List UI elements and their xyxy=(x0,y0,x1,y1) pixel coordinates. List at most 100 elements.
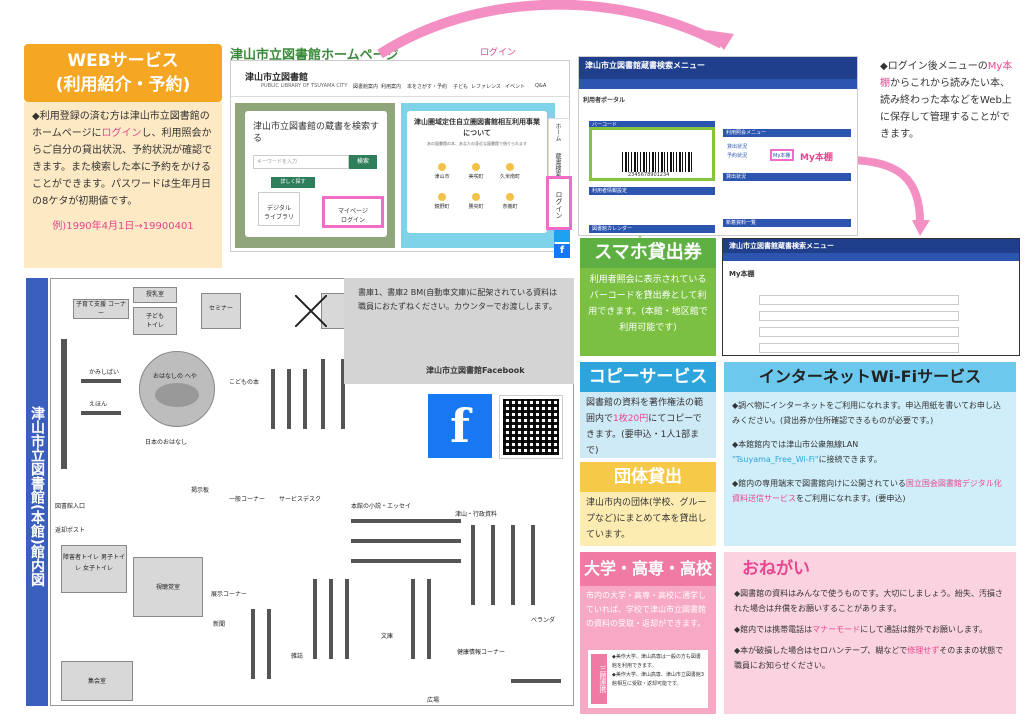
nav-item[interactable]: 子ども xyxy=(453,84,469,90)
room-nursing: 授乳室 xyxy=(133,287,177,303)
nav-item[interactable]: イベント xyxy=(505,84,526,90)
town-icon: 奈義町 xyxy=(497,191,523,211)
portal-section-loan: 貸出状況 xyxy=(723,173,851,181)
facebook-icon[interactable]: f xyxy=(554,244,570,258)
shelf xyxy=(303,369,307,429)
portal-menu-item[interactable]: 予約状況 xyxy=(727,153,748,159)
side-tab-home[interactable]: ホーム xyxy=(554,123,561,141)
homepage-search-title: 津山市立図書館の蔵書を検索する xyxy=(253,122,380,144)
homepage-pref-card[interactable]: 津山圏域定住自立圏図書館相互利用事業について あの図書館の本、あなたの身近な図書… xyxy=(407,111,547,233)
myshelf-row[interactable] xyxy=(759,343,959,353)
label-entrance: 図書館入口 xyxy=(55,503,86,510)
shelf xyxy=(341,359,345,429)
shelf xyxy=(351,519,461,523)
town-icon: 久米南町 xyxy=(497,161,523,181)
portal-header: 津山市立図書館蔵書検索メニュー xyxy=(579,57,857,79)
portal-section-barcode: バーコード xyxy=(589,121,715,129)
homepage-search-button[interactable]: 検索 xyxy=(349,155,377,169)
shelf xyxy=(351,539,461,543)
label-service-desk: サービスデスク xyxy=(279,496,322,503)
side-tab-collection[interactable]: 蔵書検索 xyxy=(554,153,561,177)
wifi-card-body: ◆調べ物にインターネットをご利用になれます。申込用紙を書いてお申し込みください。… xyxy=(724,392,1016,546)
shelf xyxy=(61,339,67,469)
myshelf-nav xyxy=(723,253,1019,261)
label-veranda: ベランダ xyxy=(531,617,556,624)
myshelf-row[interactable] xyxy=(759,327,959,337)
shelf xyxy=(471,525,475,605)
label-bunko2: 文庫 xyxy=(381,633,394,640)
twitter-icon[interactable] xyxy=(554,230,570,242)
town-icon: 美咲町 xyxy=(463,161,489,181)
myshelf-row[interactable] xyxy=(759,295,959,305)
portal-menu-item-mybook[interactable]: My本棚 xyxy=(773,153,791,159)
room-audiovisual: 視聴覚室 xyxy=(133,557,203,617)
stairs-icon xyxy=(295,295,327,327)
homepage-login-label: ログイン xyxy=(480,48,517,58)
portal-menu-item[interactable]: 貸出状況 xyxy=(727,144,748,150)
shelf xyxy=(81,411,121,415)
mypage-login-button[interactable]: マイページログイン xyxy=(322,196,384,228)
shelf xyxy=(321,359,325,429)
room-children-support: 子育て支援 コーナー xyxy=(73,299,129,319)
homepage-header: 津山市立図書館 PUBLIC LIBRARY OF TSUYAMA CITY 図… xyxy=(231,61,569,97)
facebook-logo-icon[interactable]: f xyxy=(428,394,492,458)
label-kamishibai: かみしばい xyxy=(89,369,120,376)
nav-item[interactable]: 図書館案内 xyxy=(353,84,379,90)
myshelf-title: My本棚 xyxy=(729,270,755,278)
town-icon: 津山市 xyxy=(429,161,455,181)
side-tab-login[interactable]: ログイン xyxy=(546,176,572,230)
portal-nav xyxy=(579,79,857,89)
shelf xyxy=(267,609,271,679)
room-meeting: 集会室 xyxy=(61,661,133,701)
homepage-detail-search-button[interactable]: 詳しく探す xyxy=(271,177,315,188)
group-card-body: 津山市内の団体(学校、グループなど)にまとめて本を貸出しています。 xyxy=(580,492,716,546)
university-card-title: 大学・高専・高校 xyxy=(580,552,716,586)
university-note: 三館連携 ◆美作大学、津山高専は一般の方も図書館を利用できます。 ◆美作大学、津… xyxy=(588,650,708,708)
qr-code-icon[interactable] xyxy=(499,395,563,459)
arrow-login-head xyxy=(706,30,734,50)
portal-section-menu: 利用照会メニュー xyxy=(723,129,851,137)
nav-item[interactable]: 利用案内 xyxy=(381,84,402,90)
homepage-search-input[interactable]: キーワードを入力 xyxy=(253,155,349,169)
nav-item[interactable]: レファレンス xyxy=(471,84,501,90)
label-ohanashi: おはなしの へや xyxy=(153,373,197,380)
floor-map-title: 津山市立図書館(本館)館内図 xyxy=(26,278,48,706)
facebook-label: 津山市立図書館Facebook xyxy=(426,366,525,375)
portal-barcode-box: 2345678901234 xyxy=(589,127,715,181)
shelf xyxy=(411,579,415,659)
barcode xyxy=(622,152,692,172)
nav-item[interactable]: 本をさがす・予約 xyxy=(407,84,448,90)
room-kids-toilet: 子どもトイレ xyxy=(133,307,177,335)
homepage-logo[interactable]: 津山市立図書館 xyxy=(245,73,309,83)
portal-title: 利用者ポータル xyxy=(583,97,626,104)
university-note-tag: 三館連携 xyxy=(591,654,607,704)
label-nihon-ohanashi: 日本のおはなし xyxy=(145,439,188,446)
label-ehon: えほん xyxy=(89,401,108,408)
homepage-pref-sub: あの図書館の本、あなたの身近な図書館で借りられます xyxy=(427,141,527,146)
web-service-title: WEBサービス (利用紹介・予約) xyxy=(24,44,222,102)
ohanashi-center xyxy=(155,383,199,407)
digital-library-button[interactable]: デジタルライブラリ xyxy=(258,192,300,226)
homepage-pref-title: 津山圏域定住自立圏図書館相互利用事業について xyxy=(414,118,540,137)
arrow-login xyxy=(377,0,725,59)
shelf xyxy=(329,579,333,659)
label-newspaper: 新聞 xyxy=(213,621,226,628)
shelf xyxy=(491,525,495,605)
shelf xyxy=(313,579,317,659)
shelf xyxy=(351,559,461,563)
shelf xyxy=(251,609,255,679)
label-keiji: 掲示板 xyxy=(191,487,210,494)
myshelf-row[interactable] xyxy=(759,311,959,321)
label-return-post: 返却ポスト xyxy=(55,527,86,534)
smartphone-card-title: スマホ貸出券 xyxy=(580,238,716,268)
copy-card-body: 図書館の資料を著作権法の範囲内で1枚20円にてコピーできます。(要申込・1人1部… xyxy=(580,392,716,458)
wifi-card-title: インターネットWi-Fiサービス xyxy=(724,362,1016,392)
label-kodomo: こどもの本 xyxy=(229,379,260,386)
label-ippan: 一般コーナー xyxy=(229,496,266,503)
nav-item[interactable]: Q&A xyxy=(535,83,547,89)
homepage-search-card: 津山市立図書館の蔵書を検索する キーワードを入力 検索 詳しく探す xyxy=(245,111,387,237)
password-example: 例)1990年4月1日→19900401 xyxy=(52,221,194,232)
mybook-label: My本棚 xyxy=(800,153,833,163)
request-card-title: おねがい xyxy=(724,552,1016,586)
web-service-body: ◆利用登録の済む方は津山市立図書館のホームページにログインし、利用照会からご自分… xyxy=(24,102,222,268)
